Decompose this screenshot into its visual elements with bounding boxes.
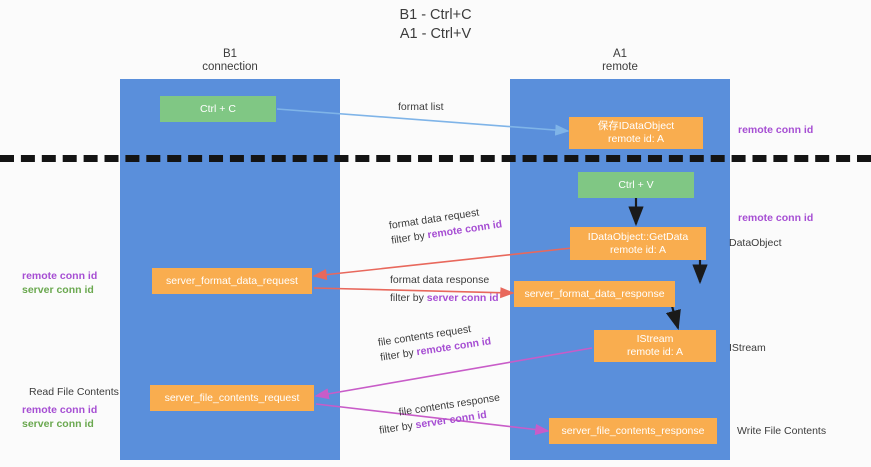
- edge-label-format-data-response-line1: format data response: [390, 274, 490, 286]
- arrow-file-contents-request: [314, 347, 593, 400]
- annotation-right-remote-conn-id-top: remote conn id: [738, 123, 813, 137]
- node-ctrl-v-label: Ctrl + V: [618, 178, 654, 191]
- filter-prefix: filter by: [390, 229, 429, 247]
- node-server-file-contents-request[interactable]: server_file_contents_request: [150, 385, 314, 411]
- annotation-server-conn-id: server conn id: [22, 284, 94, 296]
- annotation-write-file-contents-label: Write File Contents: [737, 425, 827, 437]
- arrow-format-data-request: [312, 247, 573, 281]
- arrow-fmtresp-istream: [665, 305, 681, 331]
- annotation-read-file-contents: Read File Contents: [29, 385, 119, 399]
- arrow-format-list: [276, 108, 570, 136]
- node-save-idataobject[interactable]: 保存IDataObject remote id: A: [569, 117, 703, 149]
- filter-prefix: filter by: [390, 292, 427, 304]
- phase-divider: [0, 155, 871, 162]
- annotation-istream-label: IStream: [729, 342, 766, 354]
- arrow-format-data-response: [313, 287, 515, 299]
- edge-label-format-list: format list: [398, 100, 444, 115]
- edge-label-format-list-line1: format list: [398, 101, 444, 113]
- annotation-right-istream: IStream: [729, 341, 766, 355]
- lane-header-a1: A1 remote: [510, 48, 730, 74]
- node-server-file-contents-request-label: server_file_contents_request: [164, 391, 300, 404]
- node-server-format-data-response[interactable]: server_format_data_response: [514, 281, 675, 307]
- annotation-remote-conn-id: remote conn id: [22, 404, 98, 416]
- annotation-right-dataobject: DataObject: [729, 236, 782, 250]
- filter-prefix: filter by: [378, 419, 417, 437]
- annotation-left-conn-ids: remote conn id server conn id: [22, 269, 97, 297]
- node-idataobject-getdata-label: IDataObject::GetData: [587, 230, 689, 243]
- node-save-idataobject-label: 保存IDataObject: [597, 120, 675, 132]
- node-istream-label: IStream: [636, 333, 674, 345]
- node-istream-remoteid: remote id: A: [626, 346, 684, 358]
- annotation-right-write-file-contents: Write File Contents: [737, 424, 826, 438]
- node-save-idataobject-remoteid: remote id: A: [607, 133, 665, 145]
- title-line-1: B1 - Ctrl+C: [399, 7, 472, 23]
- lane-header-b1: B1 connection: [120, 48, 340, 74]
- page-title: B1 - Ctrl+C A1 - Ctrl+V: [0, 6, 871, 44]
- edge-label-format-data-response: format data response filter by server co…: [390, 273, 499, 306]
- lane-header-b1-role: connection: [202, 61, 258, 73]
- annotation-remote-conn-id: remote conn id: [738, 212, 814, 224]
- node-server-file-contents-response[interactable]: server_file_contents_response: [549, 418, 717, 444]
- annotation-left-conn-ids-2: remote conn id server conn id: [22, 403, 97, 431]
- node-ctrl-c[interactable]: Ctrl + C: [160, 96, 276, 122]
- node-idataobject-getdata-remoteid: remote id: A: [609, 243, 667, 256]
- node-server-format-data-request[interactable]: server_format_data_request: [152, 268, 312, 294]
- annotation-remote-conn-id: remote conn id: [738, 124, 814, 136]
- node-ctrl-c-label: Ctrl + C: [200, 102, 236, 115]
- annotation-remote-conn-id: remote conn id: [22, 270, 98, 282]
- edge-label-format-data-response-line2: filter by server conn id: [390, 291, 499, 306]
- annotation-read-file-contents-title: Read File Contents: [29, 386, 119, 398]
- lane-header-b1-name: B1: [222, 48, 238, 60]
- lane-header-a1-name: A1: [612, 48, 628, 60]
- filter-prefix: filter by: [379, 346, 418, 364]
- node-ctrl-v[interactable]: Ctrl + V: [578, 172, 694, 198]
- node-server-format-data-request-label: server_format_data_request: [166, 274, 298, 287]
- lane-header-a1-role: remote: [602, 61, 638, 73]
- arrow-file-contents-response: [315, 403, 550, 436]
- filter-key-server-conn-id: server conn id: [426, 292, 499, 304]
- node-idataobject-getdata[interactable]: IDataObject::GetData remote id: A: [570, 227, 706, 260]
- node-server-format-data-response-label: server_format_data_response: [524, 287, 665, 300]
- annotation-server-conn-id: server conn id: [22, 418, 94, 430]
- node-server-file-contents-response-label: server_file_contents_response: [561, 424, 705, 437]
- node-istream[interactable]: IStream remote id: A: [594, 330, 716, 362]
- annotation-right-remote-conn-id-mid: remote conn id: [738, 211, 813, 225]
- title-line-2: A1 - Ctrl+V: [399, 26, 472, 42]
- annotation-dataobject-label: DataObject: [729, 237, 782, 249]
